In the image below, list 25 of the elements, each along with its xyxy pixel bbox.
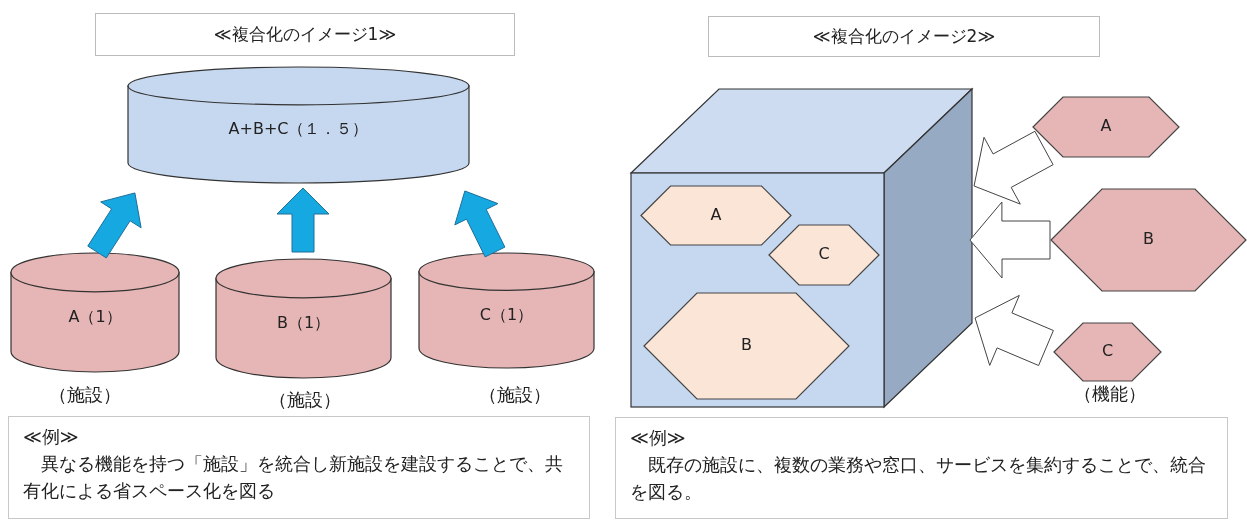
- block-arrow: [276, 187, 330, 253]
- block-arrow: [454, 190, 506, 258]
- note-box: [8, 416, 590, 519]
- note-heading: ≪例≫: [23, 425, 80, 449]
- block-arrow: [974, 294, 1054, 366]
- block-arrow: [973, 130, 1054, 205]
- hexagon-shape: A: [640, 185, 792, 246]
- cube-shape: [631, 89, 972, 407]
- note-box: [615, 417, 1228, 519]
- note-text: 既存の施設に、複数の業務や窓口、サービスを集約することで、統合を図る。: [630, 453, 1207, 504]
- caption-label: （施設）: [49, 383, 121, 407]
- hexagon-shape: C: [768, 224, 880, 286]
- caption-label: （施設）: [269, 388, 341, 412]
- caption-label: （施設）: [479, 383, 551, 407]
- hexagon-shape: B: [643, 292, 850, 400]
- title-box: ≪複合化のイメージ1≫: [95, 13, 515, 56]
- block-arrow: [969, 201, 1051, 279]
- hexagon-shape: A: [1032, 96, 1180, 158]
- hexagon-shape: B: [1050, 188, 1247, 292]
- note-text: 異なる機能を持つ「施設」を統合し新施設を建設することで、共有化による省スペース化を図る: [23, 452, 564, 503]
- note-heading: ≪例≫: [630, 426, 687, 450]
- hexagon-shape: C: [1053, 322, 1162, 382]
- block-arrow: [87, 192, 142, 259]
- title-box: ≪複合化のイメージ2≫: [708, 16, 1100, 57]
- caption-label: （機能）: [1074, 382, 1146, 406]
